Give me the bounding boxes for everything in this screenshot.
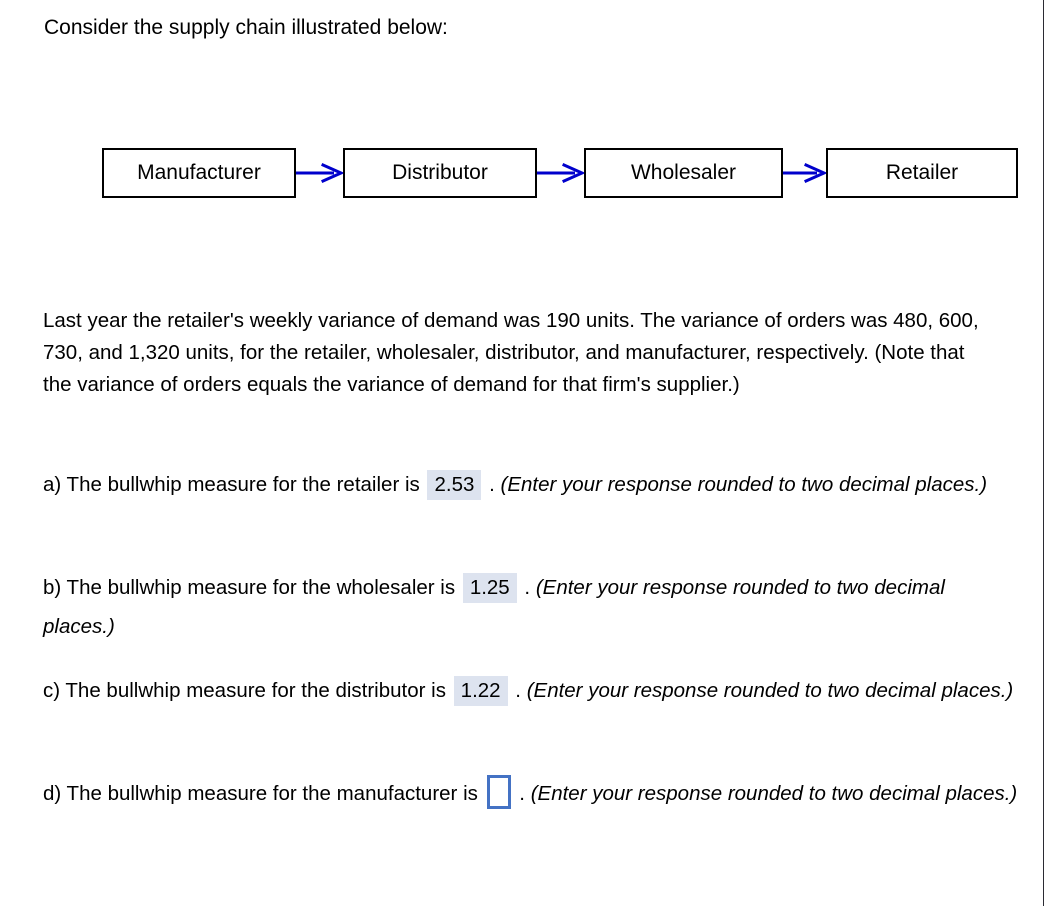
question-a-hint: (Enter your response rounded to two deci…: [500, 473, 988, 496]
chain-node-retailer: Retailer: [826, 148, 1018, 198]
chain-node-label: Retailer: [885, 161, 959, 184]
answer-input-c[interactable]: 1.22: [453, 676, 508, 706]
question-c-punctuation: .: [515, 679, 521, 702]
question-d-hint: (Enter your response rounded to two deci…: [530, 782, 1018, 805]
page-right-border: [1043, 0, 1044, 906]
chain-arrow-wholesaler-to-retailer: [783, 163, 826, 183]
intro-prompt: Consider the supply chain illustrated be…: [44, 16, 448, 39]
answer-input-b[interactable]: 1.25: [462, 573, 517, 603]
chain-arrow-manufacturer-to-distributor: [296, 163, 343, 183]
question-c-prompt: c) The bullwhip measure for the distribu…: [43, 679, 446, 702]
answer-input-a[interactable]: 2.53: [427, 470, 482, 500]
chain-node-wholesaler: Wholesaler: [584, 148, 783, 198]
question-b-hint: (Enter your response rounded to two deci…: [43, 576, 945, 638]
supply-chain-diagram: Manufacturer Distributor Wholesaler Reta…: [0, 148, 1043, 202]
question-c-hint: (Enter your response rounded to two deci…: [526, 679, 1014, 702]
question-d-prompt: d) The bullwhip measure for the manufact…: [43, 782, 478, 805]
question-a-punctuation: .: [489, 473, 495, 496]
chain-node-label: Distributor: [392, 161, 488, 184]
problem-statement: Last year the retailer's weekly variance…: [43, 309, 979, 396]
question-c: c) The bullwhip measure for the distribu…: [43, 671, 1018, 710]
chain-node-label: Manufacturer: [137, 161, 261, 184]
question-d: d) The bullwhip measure for the manufact…: [43, 774, 1018, 813]
chain-node-label: Wholesaler: [630, 161, 737, 184]
question-b-prompt: b) The bullwhip measure for the wholesal…: [43, 576, 456, 599]
question-b-punctuation: .: [524, 576, 531, 599]
answer-input-d[interactable]: [486, 775, 511, 809]
chain-node-distributor: Distributor: [343, 148, 537, 198]
question-a: a) The bullwhip measure for the retailer…: [43, 465, 1018, 504]
question-d-punctuation: .: [519, 782, 525, 805]
chain-arrow-distributor-to-wholesaler: [537, 163, 584, 183]
question-b: b) The bullwhip measure for the wholesal…: [43, 568, 1018, 646]
chain-node-manufacturer: Manufacturer: [102, 148, 296, 198]
question-a-prompt: a) The bullwhip measure for the retailer…: [43, 473, 420, 496]
